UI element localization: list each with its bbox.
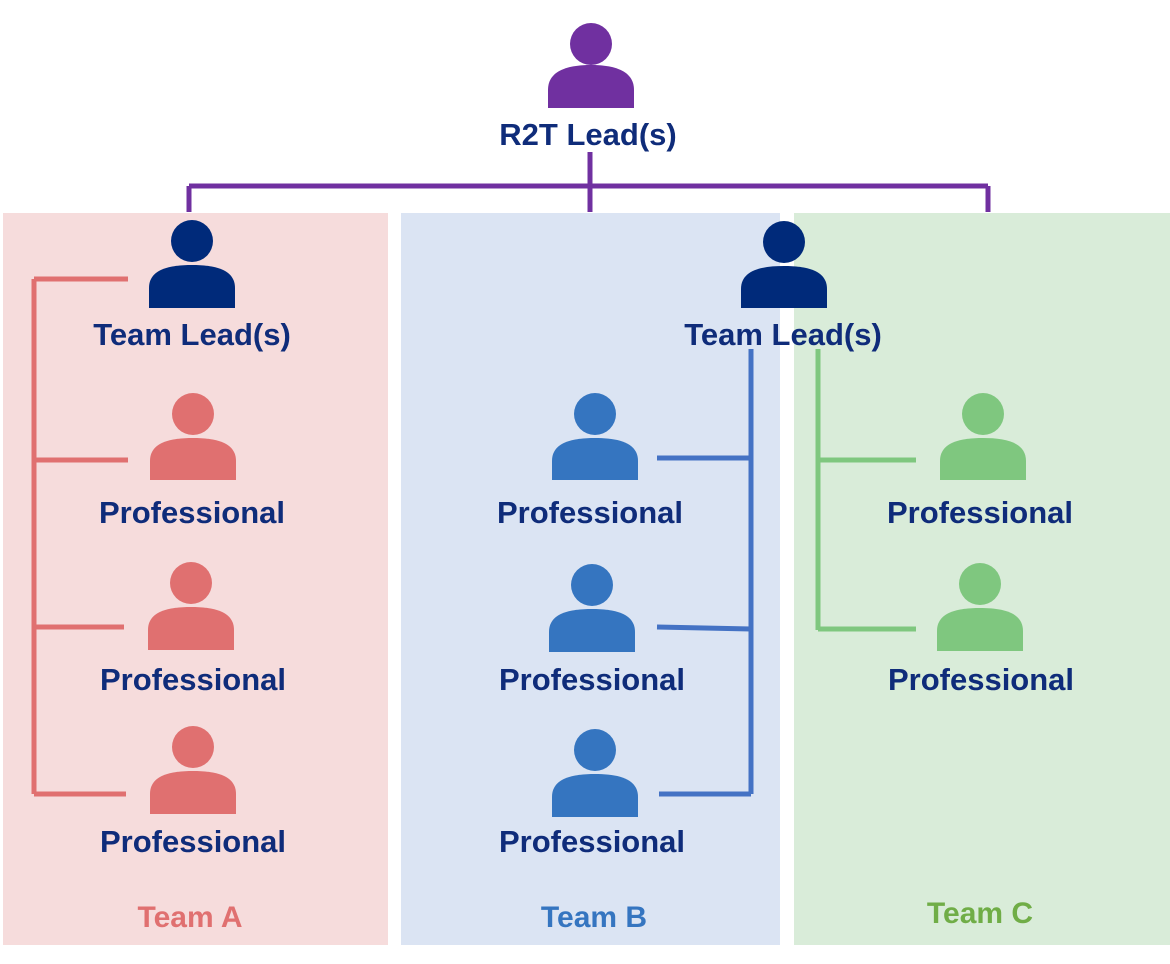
team-b-member-2-person-icon (549, 564, 635, 652)
team-a-member-1-label: Professional (98, 495, 286, 530)
team-c-name: Team C (926, 897, 1034, 930)
team-b-connector (656, 349, 754, 797)
team-b-member-2-label: Professional (498, 662, 686, 697)
team-a-member-2-label: Professional (99, 662, 287, 697)
team-a-lead-label: Team Lead(s) (93, 317, 291, 352)
team-b-member-3-person-icon (552, 729, 638, 817)
team-a-member-3-person-icon (150, 726, 236, 814)
top-connector (186, 152, 991, 212)
team-a-member-2-person-icon (148, 562, 234, 650)
team-b-member-1-label: Professional (496, 495, 684, 530)
team-c-member-2-label: Professional (887, 662, 1075, 697)
team-b-member-3-label: Professional (498, 824, 686, 859)
team-a-member-1-person-icon (150, 393, 236, 480)
team-b-name: Team B (540, 901, 648, 934)
team-c-member-1-person-icon (940, 393, 1026, 480)
team-b-lead-label: Team Lead(s) (684, 317, 882, 352)
top-lead-label: R2T Lead(s) (499, 117, 677, 152)
top-lead-person-icon (548, 23, 634, 108)
team-b-lead-person-icon (741, 221, 827, 308)
team-c-connector (815, 349, 916, 632)
team-a-member-3-label: Professional (99, 824, 287, 859)
team-a-lead-person-icon (149, 220, 235, 308)
team-a-connector (31, 276, 128, 797)
team-c-member-1-label: Professional (886, 495, 1074, 530)
team-a-name: Team A (137, 901, 243, 934)
team-b-member-1-person-icon (552, 393, 638, 480)
team-c-member-2-person-icon (937, 563, 1023, 651)
